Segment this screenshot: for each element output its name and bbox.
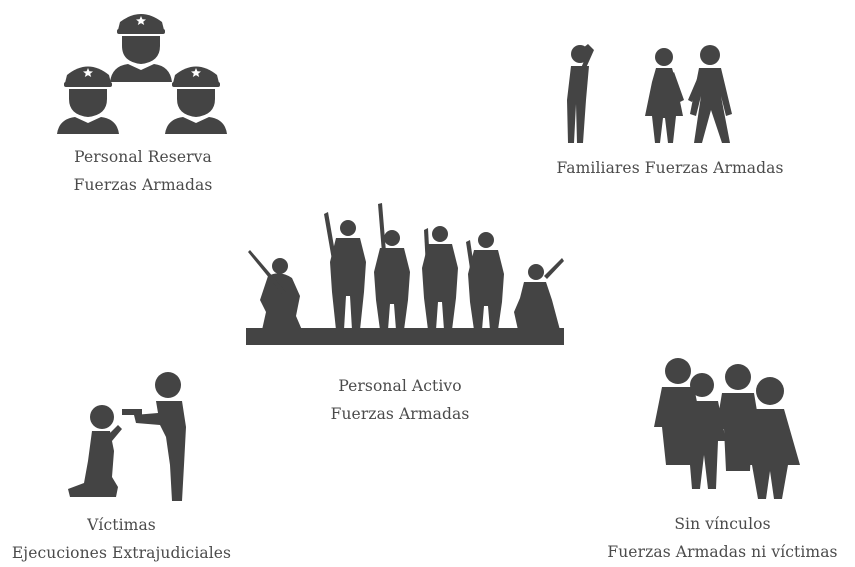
group-victims: Víctimas Ejecuciones Extrajudiciales — [0, 365, 280, 564]
group-family: Familiares Fuerzas Armadas — [520, 30, 820, 190]
caption-active: Personal Activo Fuerzas Armadas — [300, 372, 500, 428]
caption-reserve-line1: Personal Reserva — [74, 148, 212, 166]
officers-icon — [57, 14, 227, 134]
caption-reserve: Personal Reserva Fuerzas Armadas — [43, 143, 243, 199]
caption-victims: Víctimas Ejecuciones Extrajudiciales — [0, 511, 243, 567]
caption-active-line2: Fuerzas Armadas — [330, 405, 470, 423]
caption-none-line2: Fuerzas Armadas ni víctimas — [607, 543, 838, 561]
caption-victims-line1: Víctimas — [87, 516, 156, 534]
caption-family: Familiares Fuerzas Armadas — [520, 154, 820, 182]
group-reserve: Personal Reserva Fuerzas Armadas — [0, 0, 300, 205]
execution-icon — [68, 372, 186, 501]
group-active: Personal Activo Fuerzas Armadas — [240, 200, 570, 430]
caption-reserve-line2: Fuerzas Armadas — [73, 176, 213, 194]
caption-family-line1: Familiares Fuerzas Armadas — [556, 159, 784, 177]
group-none: Sin vínculos Fuerzas Armadas ni víctimas — [590, 355, 855, 564]
caption-none: Sin vínculos Fuerzas Armadas ni víctimas — [590, 510, 855, 566]
soldiers-icon — [246, 203, 564, 345]
caption-none-line1: Sin vínculos — [674, 515, 771, 533]
family-icon — [567, 44, 732, 143]
crowd-icon — [654, 358, 800, 499]
caption-active-line1: Personal Activo — [338, 377, 462, 395]
caption-victims-line2: Ejecuciones Extrajudiciales — [11, 544, 232, 562]
